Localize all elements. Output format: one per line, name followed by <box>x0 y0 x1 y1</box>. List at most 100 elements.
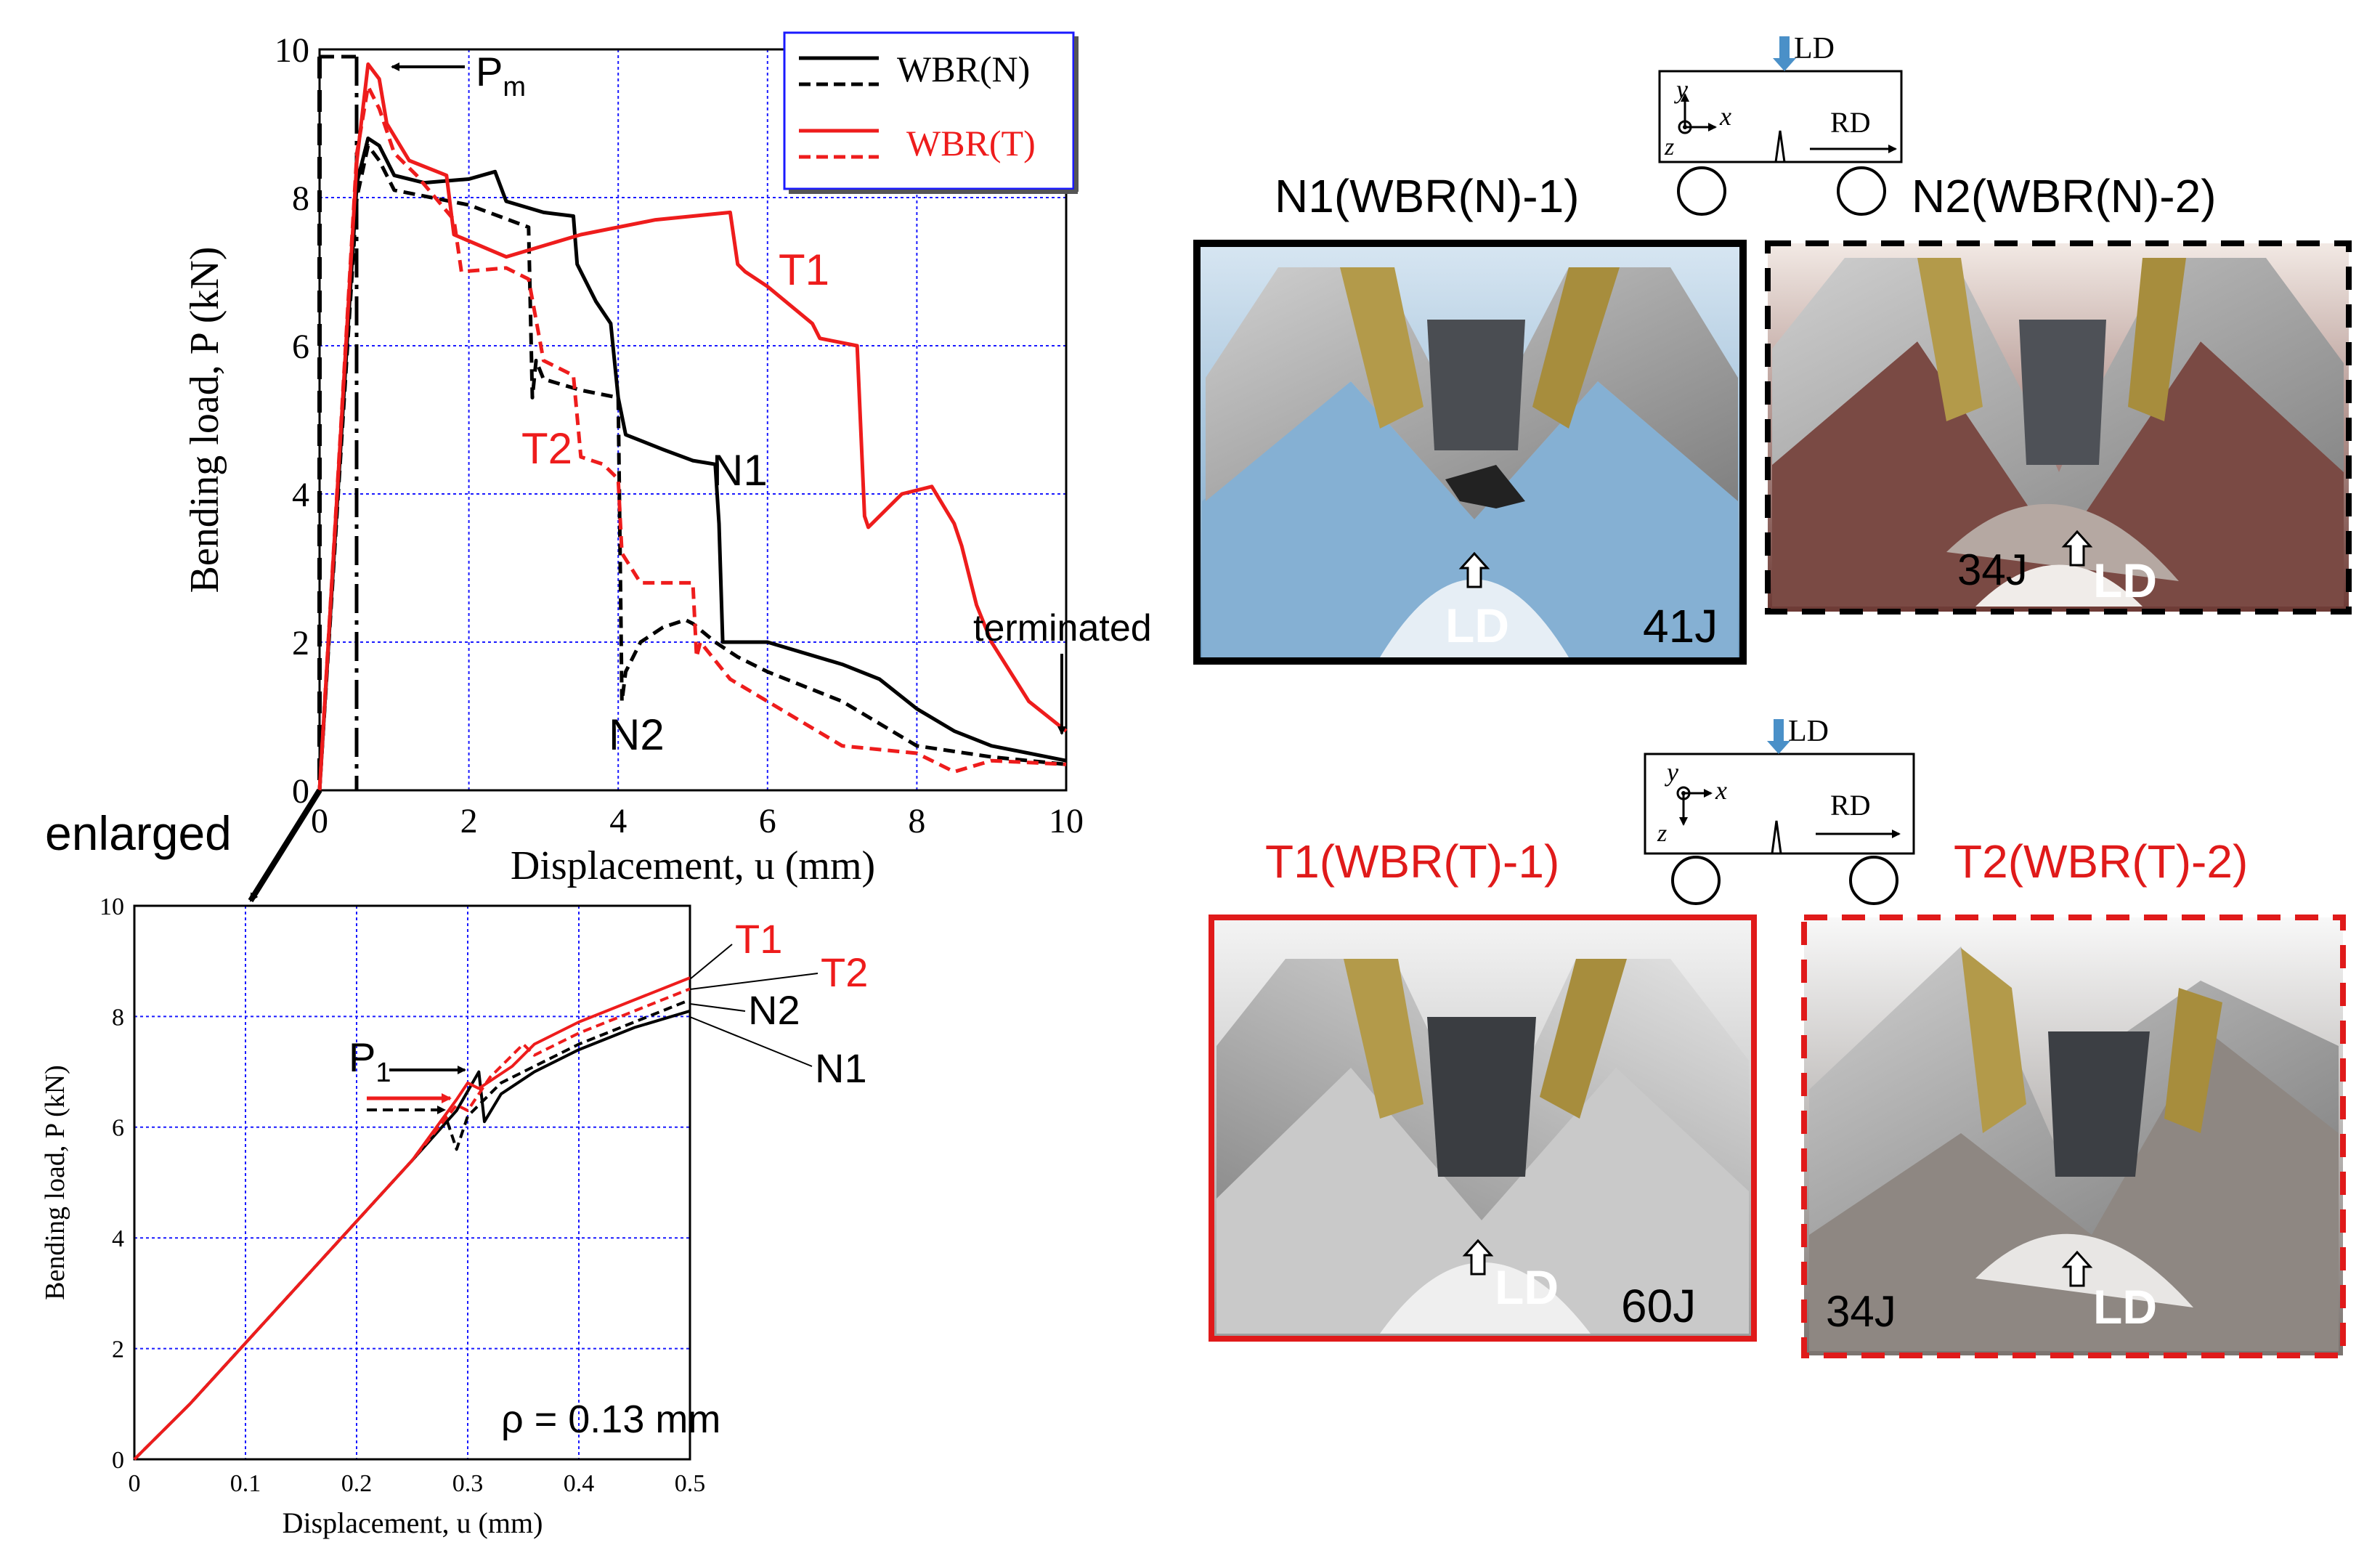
main-ytick-label: 8 <box>292 179 309 218</box>
inset-grid <box>134 906 690 1459</box>
main-xlabel: Displacement, u (mm) <box>511 843 875 888</box>
main-ytick-label: 10 <box>275 31 309 70</box>
bottom-y-axis-label: y <box>1665 758 1678 787</box>
inset-ytick-label: 0 <box>112 1447 124 1474</box>
main-ylabel: Bending load, P (kN) <box>182 247 227 593</box>
rho-label: ρ = 0.13 mm <box>501 1398 720 1441</box>
main-chart: 0 2 4 6 8 10 0 2 4 6 8 10 Bending load, P (kN) Dis… <box>45 31 1152 903</box>
n1-energy: 41J <box>1643 600 1718 652</box>
t1-ld-label: LD <box>1495 1260 1559 1314</box>
inset-plot-frame <box>133 904 691 1461</box>
main-xtick-label: 8 <box>908 802 925 840</box>
legend-t-label: WBR(T) <box>906 123 1036 163</box>
main-xtick-label: 6 <box>759 802 776 840</box>
main-ytick-label: 6 <box>292 328 309 366</box>
t2-specimen-title: T2(WBR(T)-2) <box>1954 835 2248 888</box>
t2-ld-arrow-icon <box>2061 1250 2093 1287</box>
enlarged-arrow <box>248 788 322 903</box>
inset-xtick-label: 0.1 <box>230 1470 261 1497</box>
t2-curve-label: T2 <box>521 424 572 473</box>
main-series-t1 <box>317 62 1068 791</box>
main-ytick-labels: 0 2 4 6 8 10 <box>275 31 309 811</box>
bottom-ld-label: LD <box>1788 715 1829 748</box>
n1-curve-label: N1 <box>712 446 768 495</box>
inset-series-group <box>133 976 691 1461</box>
pm-label: Pm <box>476 49 526 102</box>
main-ytick-label: 4 <box>292 476 309 514</box>
inset-t1-leader <box>689 944 733 980</box>
t1-specimen-title: T1(WBR(T)-1) <box>1265 835 1559 888</box>
inset-series-t2 <box>133 987 691 1461</box>
n2-energy: 34J <box>1957 546 2028 594</box>
main-series-n1 <box>317 136 1067 791</box>
main-series-t2 <box>317 84 1067 791</box>
inset-n1-leader <box>689 1016 813 1067</box>
bottom-rd-label: RD <box>1830 789 1871 822</box>
n2-ld-arrow-icon <box>2061 530 2093 567</box>
inset-series-n1 <box>133 1009 691 1461</box>
main-xtick-label: 10 <box>1049 802 1084 840</box>
bottom-x-axis-label: x <box>1715 776 1727 805</box>
inset-series-t1 <box>133 976 691 1461</box>
t1-energy: 60J <box>1621 1280 1696 1332</box>
main-plot-frame <box>318 48 1068 792</box>
t2-energy: 34J <box>1826 1287 1896 1336</box>
main-ytick-label: 2 <box>292 624 309 662</box>
load-indicator-icon <box>1779 36 1790 62</box>
inset-n2-label: N2 <box>748 987 800 1033</box>
terminated-label: terminated <box>973 607 1152 649</box>
inset-xtick-label: 0.3 <box>452 1470 484 1497</box>
t1-photo-border <box>1209 915 1757 1342</box>
inset-n2-leader <box>689 1003 746 1012</box>
inset-xtick-label: 0 <box>129 1470 141 1497</box>
t1-curve-label: T1 <box>779 246 829 294</box>
top-rd-label: RD <box>1830 106 1871 139</box>
main-xtick-label: 0 <box>311 802 328 840</box>
inset-ytick-label: 4 <box>112 1225 124 1252</box>
inset-ytick-label: 10 <box>99 893 124 920</box>
main-ytick-label: 0 <box>292 772 309 811</box>
n1-photo-border <box>1193 240 1747 665</box>
n2-specimen-title: N2(WBR(N)-2) <box>1912 170 2217 222</box>
inset-xtick-label: 0.5 <box>675 1470 706 1497</box>
bottom-specimen-schematic: LD y x z RD <box>1644 715 1915 905</box>
t1-ld-arrow-icon <box>1462 1238 1494 1276</box>
n2-curve-label: N2 <box>609 710 665 759</box>
inset-xtick-label: 0.2 <box>341 1470 373 1497</box>
main-series-n2 <box>317 144 1067 791</box>
bottom-z-axis-label: z <box>1657 820 1667 847</box>
inset-ytick-label: 6 <box>112 1115 124 1142</box>
inset-xtick-labels: 0 0.1 0.2 0.3 0.4 0.5 <box>129 1470 706 1497</box>
legend-n-label: WBR(N) <box>897 49 1030 89</box>
n1-ld-arrow-icon <box>1458 551 1490 588</box>
inset-ytick-label: 8 <box>112 1004 124 1031</box>
n2-fracture-photo <box>1768 243 2349 612</box>
p1-label: P1 <box>349 1034 391 1088</box>
n1-specimen-title: N1(WBR(N)-1) <box>1275 170 1580 222</box>
inset-n1-label: N1 <box>815 1045 867 1091</box>
inset-t2-label: T2 <box>821 949 868 995</box>
inset-ylabel: Bending load, P (kN) <box>40 1065 70 1300</box>
t2-photo-border <box>1801 915 2346 1358</box>
inset-t2-leader <box>689 973 819 990</box>
main-legend: WBR(N) WBR(T) <box>783 31 1079 194</box>
main-xtick-label: 2 <box>460 802 478 840</box>
n1-ld-label: LD <box>1445 599 1509 652</box>
top-x-axis-label: x <box>1719 102 1731 131</box>
n2-ld-label: LD <box>2093 554 2157 607</box>
top-ld-label: LD <box>1794 32 1835 65</box>
inset-xtick-label: 0.4 <box>564 1470 595 1497</box>
n1-fracture-photo <box>1197 243 1743 661</box>
enlarged-label: enlarged <box>45 806 232 860</box>
inset-xlabel: Displacement, u (mm) <box>283 1507 543 1539</box>
inset-t1-label: T1 <box>735 916 782 962</box>
n2-photo-border <box>1765 240 2352 615</box>
t2-ld-label: LD <box>2093 1280 2157 1334</box>
main-series-group <box>317 62 1068 791</box>
top-z-axis-label: z <box>1664 134 1674 161</box>
t1-fracture-photo <box>1211 917 1754 1339</box>
